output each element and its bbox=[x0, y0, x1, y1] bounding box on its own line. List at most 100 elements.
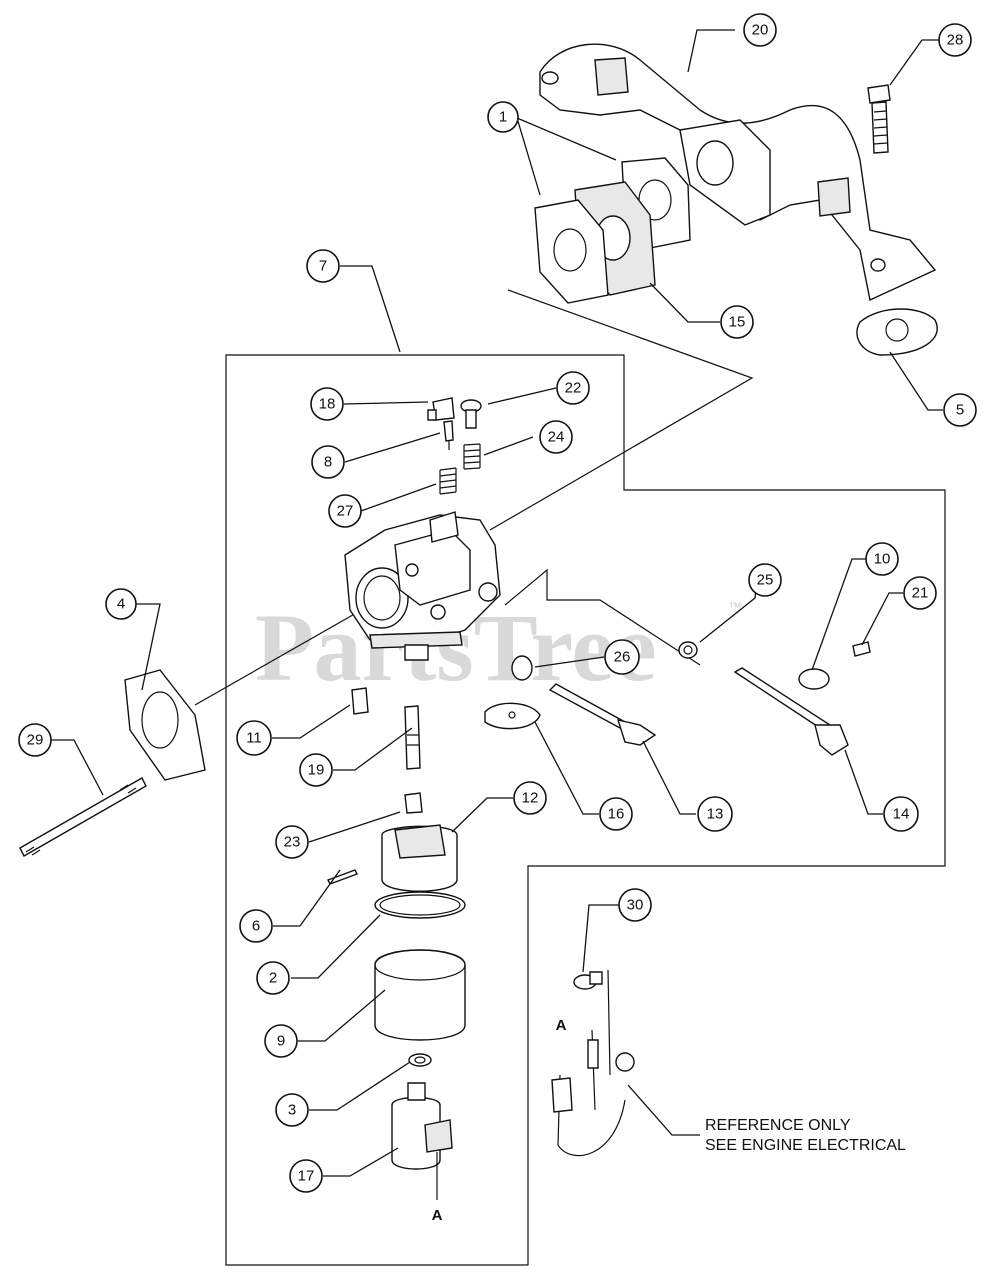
projection-line-manifold bbox=[489, 289, 754, 531]
callout-11[interactable]: 11 bbox=[236, 720, 272, 756]
callout-21[interactable]: 21 bbox=[903, 576, 937, 610]
float-pin bbox=[327, 869, 358, 885]
leader-lines bbox=[48, 29, 943, 1177]
projection-line-gasket bbox=[194, 607, 366, 706]
svg-text:21: 21 bbox=[912, 585, 929, 602]
needle-spring bbox=[439, 467, 457, 495]
svg-text:29: 29 bbox=[27, 732, 44, 749]
callout-29[interactable]: 29 bbox=[18, 723, 52, 757]
svg-text:26: 26 bbox=[614, 649, 631, 666]
callout-3[interactable]: 3 bbox=[275, 1093, 309, 1127]
svg-text:14: 14 bbox=[893, 806, 910, 823]
projection-line-throttle bbox=[504, 568, 701, 666]
idle-speed-screw bbox=[460, 399, 482, 429]
float-bowl bbox=[374, 949, 466, 1041]
throttle-shaft bbox=[733, 667, 849, 756]
callout-16[interactable]: 16 bbox=[599, 797, 633, 831]
svg-text:15: 15 bbox=[729, 314, 746, 331]
callout-30[interactable]: 30 bbox=[618, 888, 652, 922]
throttle-plate-screw bbox=[852, 641, 871, 657]
manifold-flange-gasket bbox=[856, 308, 938, 356]
connector-label-solenoid: A bbox=[432, 1207, 443, 1224]
float bbox=[381, 824, 458, 892]
svg-text:30: 30 bbox=[627, 897, 644, 914]
emulsion-tube bbox=[404, 705, 421, 770]
svg-text:4: 4 bbox=[117, 596, 125, 613]
svg-text:1: 1 bbox=[499, 109, 507, 126]
callout-6[interactable]: 6 bbox=[239, 909, 273, 943]
callout-27[interactable]: 27 bbox=[328, 494, 362, 528]
svg-text:11: 11 bbox=[246, 730, 262, 747]
callout-19[interactable]: 19 bbox=[299, 753, 333, 787]
svg-text:3: 3 bbox=[288, 1102, 296, 1119]
svg-text:8: 8 bbox=[324, 454, 332, 471]
callout-24[interactable]: 24 bbox=[539, 420, 573, 454]
wire-harness bbox=[551, 969, 635, 1157]
shaft-bushing bbox=[511, 655, 533, 681]
reference-note-line2: SEE ENGINE ELECTRICAL bbox=[705, 1137, 906, 1154]
bowl-washer bbox=[408, 1053, 432, 1067]
svg-text:18: 18 bbox=[319, 396, 336, 413]
callout-26[interactable]: 26 bbox=[604, 639, 640, 675]
manifold-gasket-front bbox=[534, 199, 609, 304]
svg-text:2: 2 bbox=[269, 970, 277, 987]
callout-23[interactable]: 23 bbox=[275, 825, 309, 859]
callout-8[interactable]: 8 bbox=[311, 445, 345, 479]
callout-20[interactable]: 20 bbox=[743, 13, 777, 47]
reference-note-line1: REFERENCE ONLY bbox=[705, 1117, 851, 1134]
callout-7[interactable]: 7 bbox=[306, 249, 340, 283]
callout-22[interactable]: 22 bbox=[556, 371, 590, 405]
callout-28[interactable]: 28 bbox=[938, 23, 972, 57]
callout-18[interactable]: 18 bbox=[310, 387, 344, 421]
manifold-bolt bbox=[867, 84, 891, 154]
choke-shaft bbox=[548, 683, 657, 746]
fuel-solenoid bbox=[391, 1082, 453, 1170]
svg-text:24: 24 bbox=[548, 429, 565, 446]
svg-text:5: 5 bbox=[956, 402, 964, 419]
svg-text:19: 19 bbox=[308, 762, 325, 779]
svg-text:7: 7 bbox=[319, 258, 327, 275]
callout-25[interactable]: 25 bbox=[748, 563, 782, 597]
callout-15[interactable]: 15 bbox=[720, 305, 754, 339]
callout-10[interactable]: 10 bbox=[865, 542, 899, 576]
carburetor-mounting-gasket bbox=[124, 669, 206, 781]
mixture-needle bbox=[443, 420, 454, 450]
svg-text:9: 9 bbox=[277, 1033, 285, 1050]
svg-text:17: 17 bbox=[298, 1168, 315, 1185]
callout-13[interactable]: 13 bbox=[697, 796, 733, 832]
svg-text:10: 10 bbox=[874, 551, 891, 568]
svg-text:16: 16 bbox=[608, 806, 625, 823]
slow-jet bbox=[404, 792, 423, 814]
callout-9[interactable]: 9 bbox=[264, 1024, 298, 1058]
idle-cap bbox=[427, 397, 455, 421]
svg-text:25: 25 bbox=[757, 572, 774, 589]
svg-text:20: 20 bbox=[752, 22, 769, 39]
callout-17[interactable]: 17 bbox=[289, 1159, 323, 1193]
callout-4[interactable]: 4 bbox=[105, 588, 137, 620]
idle-screw-spring bbox=[463, 443, 481, 470]
callout-12[interactable]: 12 bbox=[513, 781, 547, 815]
svg-text:23: 23 bbox=[284, 834, 301, 851]
mounting-stud bbox=[19, 777, 147, 857]
shaft-seal bbox=[678, 641, 698, 659]
callout-14[interactable]: 14 bbox=[883, 796, 919, 832]
svg-text:22: 22 bbox=[565, 380, 582, 397]
svg-text:27: 27 bbox=[337, 503, 354, 520]
svg-text:6: 6 bbox=[252, 918, 260, 935]
callout-1[interactable]: 1 bbox=[487, 101, 519, 133]
watermark-trademark: ™ bbox=[728, 599, 742, 615]
connector-label-harness: A bbox=[556, 1017, 567, 1034]
svg-text:12: 12 bbox=[522, 790, 539, 807]
svg-text:13: 13 bbox=[707, 806, 724, 823]
intake-manifold bbox=[539, 43, 937, 302]
throttle-plate bbox=[798, 668, 830, 690]
choke-plate bbox=[484, 702, 541, 730]
callout-5[interactable]: 5 bbox=[943, 393, 977, 427]
carburetor-body bbox=[344, 511, 501, 661]
main-jet bbox=[351, 687, 369, 715]
svg-text:28: 28 bbox=[947, 32, 964, 49]
callout-2[interactable]: 2 bbox=[256, 961, 290, 995]
carburetor-assembly-frame bbox=[225, 354, 946, 1266]
ground-screw bbox=[573, 971, 603, 990]
